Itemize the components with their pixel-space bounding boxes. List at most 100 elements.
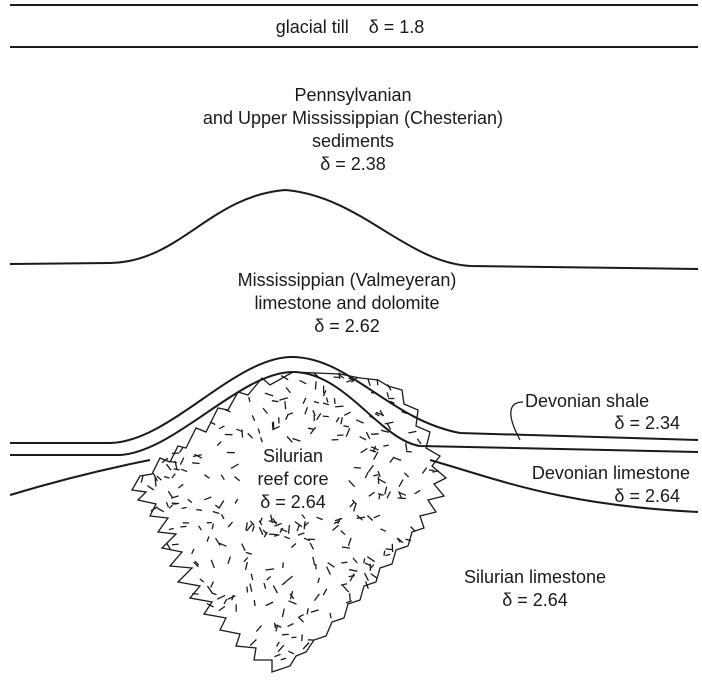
reef-core-label-line-2: reef core	[257, 469, 328, 489]
reef-texture-dash	[341, 561, 348, 564]
devonian-shale-label: Devonian shale	[525, 391, 649, 411]
reef-texture-dash	[198, 525, 202, 531]
reef-texture-dash	[364, 562, 371, 567]
reef-texture-dash	[363, 572, 369, 581]
reef-texture-dash	[214, 537, 221, 546]
reef-texture-dash	[249, 583, 253, 592]
reef-texture-dash	[377, 493, 384, 496]
reef-texture-dash	[262, 407, 269, 415]
pennsylvanian-density: δ = 2.38	[320, 154, 386, 174]
reef-texture-dash	[234, 498, 239, 504]
reef-texture-dash	[156, 507, 165, 513]
reef-texture-dash	[194, 453, 203, 459]
devonian-shale-top-boundary	[10, 355, 699, 444]
reef-texture-dash	[230, 463, 239, 470]
reef-texture-dash	[264, 392, 274, 397]
reef-texture-dash	[259, 437, 263, 443]
reef-texture-dash	[280, 375, 289, 381]
reef-texture-dash	[263, 531, 268, 538]
reef-texture-dash	[243, 557, 249, 563]
reef-texture-dash	[322, 415, 329, 418]
reef-texture-dash	[245, 522, 248, 531]
reef-texture-dash	[266, 576, 272, 581]
reef-texture-dash	[292, 437, 301, 442]
reef-texture-dash	[191, 548, 195, 555]
reef-texture-dash	[241, 543, 246, 552]
reef-texture-dash	[192, 454, 202, 458]
till-label: glacial till δ = 1.8	[276, 17, 425, 37]
reef-texture-dash	[335, 405, 344, 408]
reef-texture-dash	[386, 384, 392, 391]
reef-texture-dash	[403, 472, 410, 478]
reef-texture-dash	[373, 514, 381, 519]
reef-texture-dash	[363, 558, 366, 564]
reef-texture-dash	[337, 517, 341, 524]
reef-texture-dash	[178, 483, 184, 489]
reef-texture-dash	[359, 436, 367, 441]
reef-texture-dash	[206, 536, 210, 542]
reef-texture-dash	[373, 474, 379, 477]
reef-texture-dash	[272, 517, 278, 525]
reef-texture-dash	[384, 486, 388, 495]
reef-texture-dash	[274, 624, 282, 628]
reef-texture-dash	[284, 535, 291, 540]
reef-texture-dash	[181, 506, 187, 510]
reef-texture-dash	[193, 561, 199, 568]
reef-texture-dash	[398, 479, 404, 488]
reef-texture-dash	[212, 510, 220, 515]
reef-texture-dash	[379, 409, 384, 417]
reef-texture-dash	[385, 548, 393, 551]
mississippian-label-line-2: limestone and dolomite	[254, 293, 439, 313]
reef-texture-dash	[329, 612, 332, 619]
reef-texture-dash	[263, 582, 267, 589]
reef-texture-dash	[161, 457, 169, 464]
reef-texture-dash	[371, 433, 379, 435]
reef-texture-dash	[383, 444, 389, 447]
silurian-limestone-density: δ = 2.64	[502, 590, 568, 610]
reef-texture-dash	[350, 376, 359, 383]
reef-texture-dash	[259, 517, 263, 524]
reef-texture-dash	[429, 469, 435, 472]
reef-texture-dash	[345, 600, 352, 604]
reef-texture-dash	[285, 413, 289, 421]
reef-texture-dash	[348, 574, 355, 578]
reef-texture-dash	[346, 379, 352, 383]
reef-texture-dash	[352, 557, 358, 564]
reef-texture-dash	[302, 642, 310, 650]
reef-texture-dash	[385, 553, 391, 557]
reef-texture-dash	[265, 601, 274, 607]
reef-texture-dash	[280, 657, 287, 661]
reef-texture-dash	[312, 409, 316, 417]
reef-texture-dash	[224, 409, 231, 413]
reef-texture-dash	[405, 442, 408, 451]
reef-texture-dash	[227, 556, 232, 565]
devonian-limestone-label: Devonian limestone	[532, 463, 690, 483]
reef-texture-dash	[335, 416, 340, 423]
reef-texture-dash	[170, 495, 179, 499]
reef-texture-dash	[304, 406, 309, 415]
reef-texture-dash	[284, 401, 287, 410]
reef-texture-dash	[168, 527, 174, 531]
reef-texture-dash	[258, 526, 264, 536]
reef-texture-dash	[246, 523, 253, 532]
reef-texture-dash	[368, 491, 375, 497]
reef-texture-dash	[262, 529, 268, 535]
reef-texture-dash	[325, 397, 329, 403]
reef-texture-dash	[374, 412, 380, 417]
reef-texture-dash	[370, 573, 378, 579]
reef-texture-dash	[152, 472, 158, 482]
reef-texture-dash	[251, 525, 255, 532]
reef-texture-dash	[351, 499, 357, 504]
reef-texture-dash	[380, 528, 387, 532]
reef-texture-dash	[255, 625, 262, 632]
reef-core-outline	[130, 371, 448, 673]
reef-texture-dash	[179, 457, 185, 465]
reef-texture-dash	[347, 537, 352, 547]
reef-texture-dash	[285, 575, 294, 583]
reef-texture-dash	[410, 526, 416, 532]
reef-texture-dash	[297, 616, 305, 623]
reef-texture-dash	[253, 600, 256, 607]
reef-texture-dash	[247, 432, 253, 439]
reef-texture-dash	[270, 514, 273, 524]
mississippian-top-boundary	[9, 188, 699, 270]
